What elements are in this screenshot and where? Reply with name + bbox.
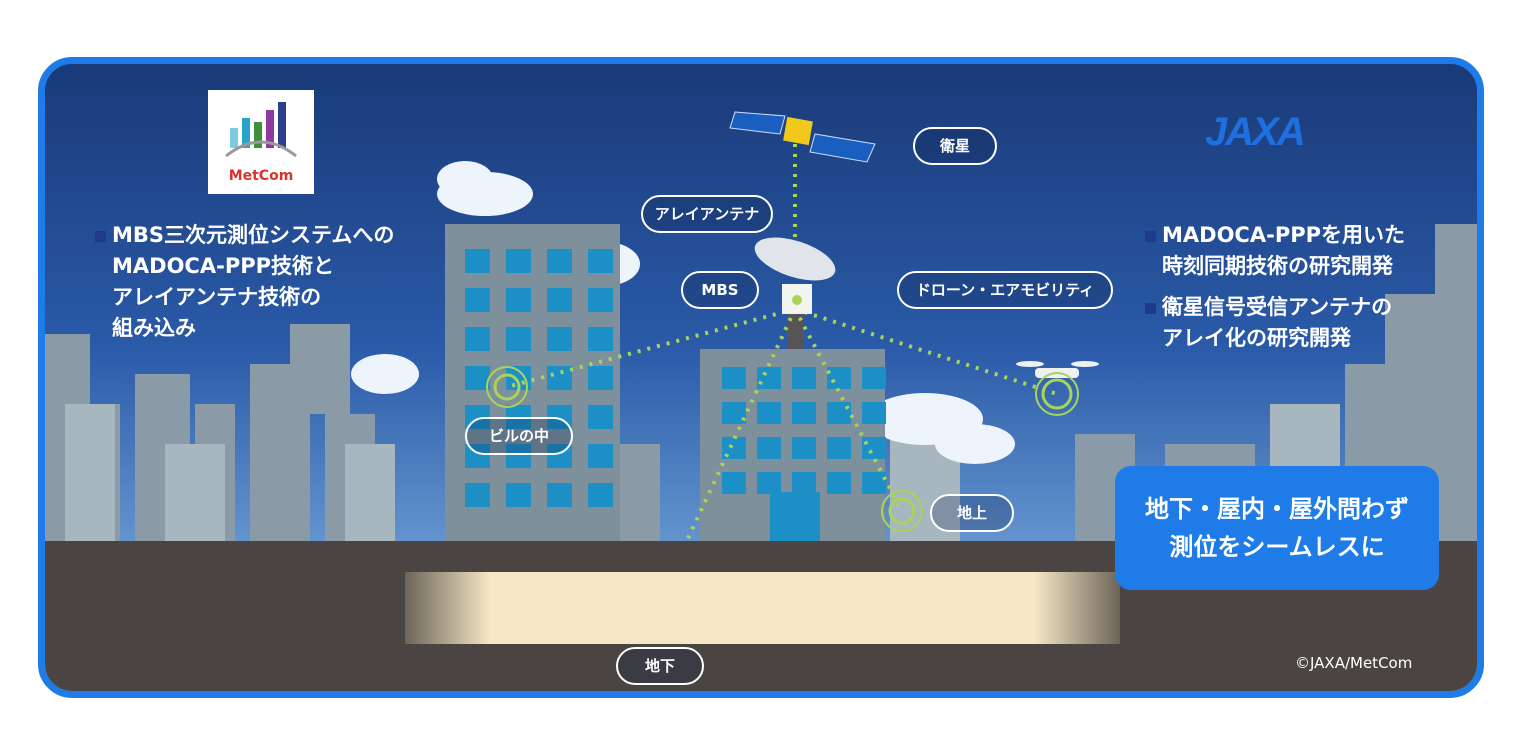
bullet-square-icon (1145, 302, 1156, 314)
building-window (506, 444, 531, 468)
building-window (465, 249, 490, 273)
callout-line: 地下・屋内・屋外問わず (1145, 495, 1409, 523)
building-window (506, 483, 531, 507)
building-window (588, 366, 613, 390)
building-window (722, 402, 746, 424)
building-window (588, 444, 613, 468)
building-window (757, 367, 781, 389)
metcom-line: MADOCA-PPP技術と (112, 254, 334, 278)
diagram-frame: MetCom JAXA MBS三次元測位システムへの MADOCA-PPP技術と… (38, 57, 1484, 698)
building-window (547, 288, 572, 312)
clouds (351, 161, 1015, 464)
jaxa-line: MADOCA-PPPを用いた (1145, 220, 1405, 251)
building-window (827, 472, 851, 494)
center-building (700, 304, 886, 541)
building-window (506, 249, 531, 273)
array-antenna-dish (754, 237, 836, 314)
bullet-square-icon (1145, 230, 1156, 242)
building-window (862, 402, 886, 424)
jaxa-line: 時刻同期技術の研究開発 (1162, 254, 1393, 278)
underground-passage (405, 572, 1120, 644)
drone (1016, 361, 1099, 416)
label-above-ground: 地上 (930, 494, 1014, 532)
building-window (792, 402, 816, 424)
building-window (465, 327, 490, 351)
metcom-logo-text: MetCom (228, 168, 294, 184)
label-underground: 地下 (616, 647, 704, 685)
label-mbs: MBS (681, 271, 759, 309)
building-window (506, 288, 531, 312)
jaxa-line: 衛星信号受信アンテナの (1145, 292, 1405, 323)
metcom-line: MBS三次元測位システムへの (95, 220, 394, 251)
label-in-building: ビルの中 (465, 417, 573, 455)
satellite (729, 111, 876, 163)
left-building (445, 224, 620, 541)
building-window (792, 472, 816, 494)
building-window (722, 367, 746, 389)
building-window (757, 472, 781, 494)
building-window (547, 483, 572, 507)
jaxa-line: アレイ化の研究開発 (1162, 326, 1351, 350)
jaxa-logo: JAXA (1205, 110, 1306, 154)
city-scene (45, 111, 1477, 633)
building-window (465, 366, 490, 390)
metcom-bars-icon (225, 102, 297, 158)
callout-line: 測位をシームレスに (1169, 533, 1385, 561)
building-window (862, 472, 886, 494)
building-window (792, 367, 816, 389)
building-window (757, 437, 781, 459)
building-window (547, 249, 572, 273)
building-window (757, 402, 781, 424)
building-window (827, 402, 851, 424)
metcom-line: アレイアンテナ技術の (112, 285, 322, 309)
building-window (547, 366, 572, 390)
building-window (588, 288, 613, 312)
building-window (588, 483, 613, 507)
building-window (588, 405, 613, 429)
building-window (827, 367, 851, 389)
label-drone: ドローン・エアモビリティ (897, 271, 1113, 309)
building-window (792, 437, 816, 459)
building-window (465, 483, 490, 507)
building-window (588, 249, 613, 273)
bullet-square-icon (95, 230, 106, 242)
jaxa-description: MADOCA-PPPを用いた 時刻同期技術の研究開発 衛星信号受信アンテナの ア… (1145, 220, 1405, 354)
seamless-positioning-callout: 地下・屋内・屋外問わず 測位をシームレスに (1115, 466, 1439, 590)
building-window (722, 437, 746, 459)
building-window (827, 437, 851, 459)
label-array-antenna: アレイアンテナ (641, 195, 773, 233)
building-window (722, 472, 746, 494)
building-window (547, 327, 572, 351)
label-satellite: 衛星 (913, 127, 997, 165)
building-window (862, 437, 886, 459)
building-window (506, 327, 531, 351)
metcom-logo: MetCom (208, 90, 314, 194)
metcom-line: 組み込み (112, 316, 196, 340)
building-window (862, 367, 886, 389)
building-window (588, 327, 613, 351)
copyright: ©JAXA/MetCom (1295, 654, 1413, 672)
building-window (465, 288, 490, 312)
metcom-description: MBS三次元測位システムへの MADOCA-PPP技術と アレイアンテナ技術の … (95, 220, 394, 344)
